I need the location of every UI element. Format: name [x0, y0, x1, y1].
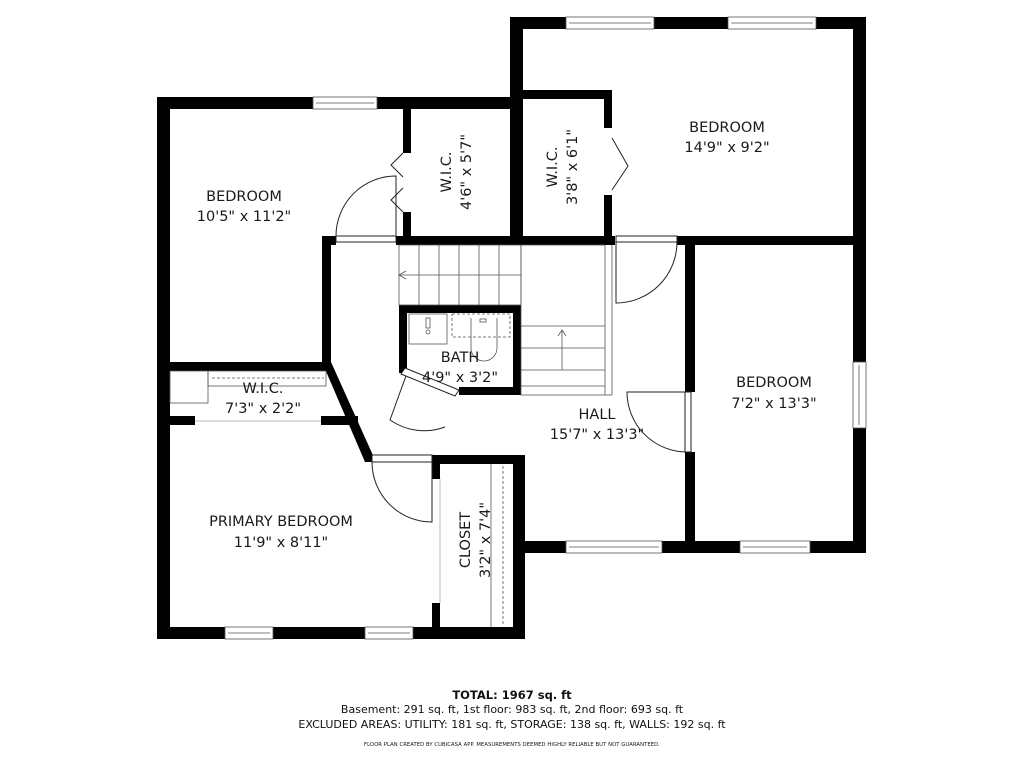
room-dims-bedroom-ne: 14'9" x 9'2"	[684, 140, 769, 156]
room-name-bedroom-e: BEDROOM	[736, 375, 812, 391]
room-dims-bedroom-nw: 10'5" x 11'2"	[197, 209, 291, 225]
room-dims-bath: 4'9" x 3'2"	[422, 370, 498, 386]
excluded-areas: EXCLUDED AREAS: UTILITY: 181 sq. ft, STO…	[298, 718, 726, 731]
room-dims-primary-bedroom: 11'9" x 8'11"	[234, 535, 328, 551]
room-dims-wic-2: 3'8" x 6'1"	[565, 129, 581, 205]
room-dims-closet: 3'2" x 7'4"	[478, 502, 494, 578]
room-labels: BEDROOM 10'5" x 11'2" W.I.C. 4'6" x 5'7"…	[197, 120, 817, 578]
room-name-wic-3: W.I.C.	[243, 381, 284, 397]
room-dims-wic-1: 4'6" x 5'7"	[459, 134, 475, 210]
closet-rods	[169, 370, 504, 627]
total-area: TOTAL: 1967 sq. ft	[452, 688, 572, 702]
floor-areas: Basement: 291 sq. ft, 1st floor: 983 sq.…	[340, 703, 684, 716]
room-name-bedroom-ne: BEDROOM	[689, 120, 765, 136]
room-dims-hall: 15'7" x 13'3"	[550, 427, 644, 443]
walls	[157, 17, 866, 639]
room-name-bedroom-nw: BEDROOM	[206, 189, 282, 205]
room-name-wic-2: W.I.C.	[545, 147, 561, 188]
bath-fixtures	[408, 313, 511, 362]
room-name-closet: CLOSET	[458, 512, 474, 568]
doors	[195, 137, 692, 603]
room-dims-bedroom-e: 7'2" x 13'3"	[731, 396, 816, 412]
room-name-bath: BATH	[441, 350, 480, 366]
stairs	[398, 244, 613, 396]
room-name-primary-bedroom: PRIMARY BEDROOM	[209, 514, 353, 530]
floor-plan: BEDROOM 10'5" x 11'2" W.I.C. 4'6" x 5'7"…	[157, 16, 867, 640]
room-dims-wic-3: 7'3" x 2'2"	[225, 401, 301, 417]
credit-disclaimer: FLOOR PLAN CREATED BY CUBICASA APP. MEAS…	[364, 742, 660, 748]
room-name-wic-1: W.I.C.	[439, 152, 455, 193]
room-name-hall: HALL	[579, 407, 616, 423]
windows	[224, 16, 867, 640]
